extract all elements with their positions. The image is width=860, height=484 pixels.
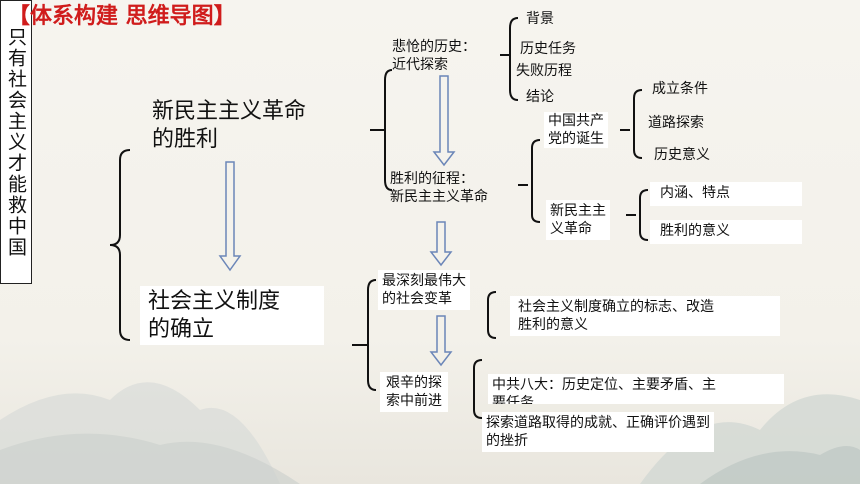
page-title: 【体系构建 思维导图】 — [8, 4, 236, 29]
newdemo-item-features: 内涵、特点 — [650, 182, 802, 206]
node-explore: 艰辛的探 索中前进 — [380, 372, 448, 413]
cpc-item-conditions: 成立条件 — [652, 81, 708, 97]
explore-detail-achievements: 探索道路取得的成就、正确评价遇到 的挫折 — [482, 412, 714, 453]
root-node: 只有社会主义才能救中国 — [0, 0, 32, 284]
explore-detail-eighth-congress: 中共八大：历史定位、主要矛盾、主 要任务 — [488, 374, 784, 404]
node-cpc-birth: 中国共产 党的诞生 — [544, 112, 608, 149]
history-item-background: 背景 — [526, 11, 554, 27]
history-item-failure: 失败历程 — [516, 63, 572, 79]
branch-new-democratic-revolution: 新民主主义革命 的胜利 — [152, 99, 307, 152]
node-victory: 胜利的征程： 新民主主义革命 — [390, 171, 488, 206]
history-item-task: 历史任务 — [520, 41, 576, 57]
node-new-democratic: 新民主主 义革命 — [546, 200, 610, 241]
node-social-change: 最深刻最伟大 的社会变革 — [378, 270, 470, 311]
cpc-item-road: 道路探索 — [648, 115, 704, 131]
history-item-conclusion: 结论 — [526, 89, 554, 105]
newdemo-item-meaning: 胜利的意义 — [650, 220, 802, 244]
cpc-item-significance: 历史意义 — [654, 147, 710, 163]
node-history: 悲怆的历史： 近代探索 — [392, 39, 476, 74]
branch-socialist-system: 社会主义制度 的确立 — [140, 286, 324, 345]
change-detail: 社会主义制度确立的标志、改造 胜利的意义 — [510, 296, 780, 337]
